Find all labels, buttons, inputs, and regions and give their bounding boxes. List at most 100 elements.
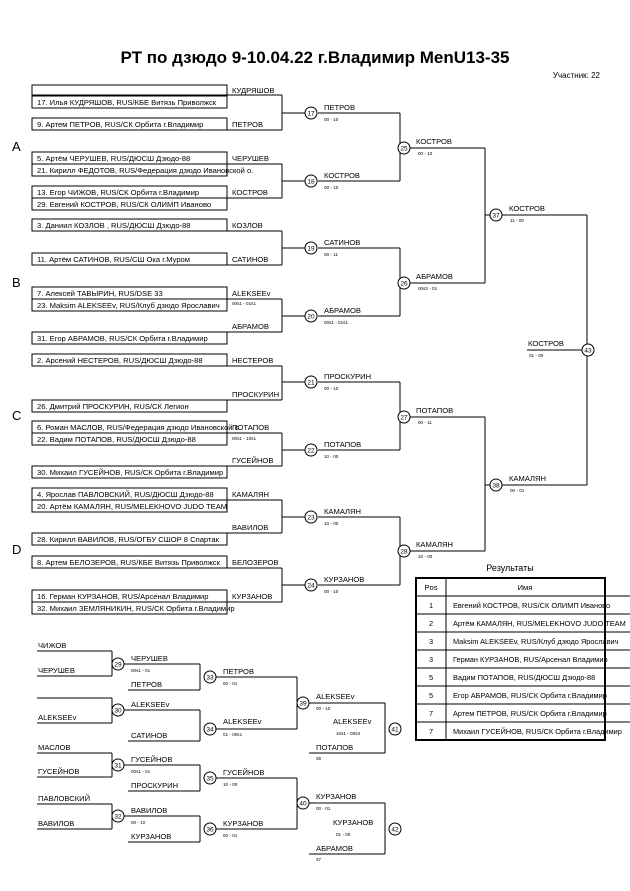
match-score: 00 - 01 xyxy=(223,681,238,686)
repechage-name: ВАВИЛОВ xyxy=(131,806,167,815)
match-number: 32 xyxy=(114,814,122,821)
entry-label: 3. Даниил КОЗЛОВ , RUS/ДЮСШ Дзюдо-88 xyxy=(37,221,191,230)
results-pos: 3 xyxy=(429,655,433,664)
repechage-name: САТИНОВ xyxy=(131,731,167,740)
match-score: 00 - 10 xyxy=(324,117,339,122)
repechage-name: ALEKSEEv xyxy=(131,700,170,709)
results-name: Евгений КОСТРОВ, RUS/СК ОЛИМП Иваново xyxy=(453,601,610,610)
match-winner: ALEKSEEv xyxy=(223,717,262,726)
match-number: 25 xyxy=(400,146,408,153)
results-header-pos: Pos xyxy=(424,583,437,592)
repechage-name: ЧЕРУШЕВ xyxy=(38,666,75,675)
match-score: 10 - 00 xyxy=(418,554,433,559)
match-number: 38 xyxy=(492,483,500,490)
match-number: 41 xyxy=(391,727,399,734)
match-number: 33 xyxy=(206,675,214,682)
match-number: 23 xyxy=(307,515,315,522)
match-number: 22 xyxy=(307,448,315,455)
entry-label: ПЕТРОВ xyxy=(232,120,263,129)
entry-label: 20. Артём КАМАЛЯН, RUS/MELEKHOVO JUDO TE… xyxy=(37,502,227,511)
repechage-name: ПАВЛОВСКИЙ xyxy=(38,794,90,803)
match-score: 00 - 01 xyxy=(316,806,331,811)
repechage-lines xyxy=(37,650,386,855)
match-score: 38 xyxy=(316,756,322,761)
group-label-b: B xyxy=(12,275,21,290)
match-score: 00 - 11 xyxy=(324,252,338,257)
match-score: 10s1 - 00s3 xyxy=(336,731,360,736)
match-number: 29 xyxy=(114,662,122,669)
match-winner: КУРЗАНОВ xyxy=(223,819,263,828)
match-score: 00 - 10 xyxy=(324,386,339,391)
match-winner: КОСТРОВ xyxy=(509,204,545,213)
entry-texts: КУДРЯШОВ 17. Илья КУДРЯШОВ, RUS/КБЕ Витя… xyxy=(37,86,279,613)
entry-label: 31. Егор АБРАМОВ, RUS/СК Орбита г.Владим… xyxy=(37,334,208,343)
match-number: 26 xyxy=(400,281,408,288)
match-winner: КОСТРОВ xyxy=(528,339,564,348)
group-label-c: C xyxy=(12,408,21,423)
entry-label: ГУСЕЙНОВ xyxy=(232,456,273,465)
entry-label: ALEKSEEv xyxy=(232,289,271,298)
results-pos: 1 xyxy=(429,601,433,610)
repechage-name: КУРЗАНОВ xyxy=(131,832,171,841)
match-number: 30 xyxy=(114,708,122,715)
entry-label: 6. Роман МАСЛОВ, RUS/Федерация дзюдо Ива… xyxy=(37,423,241,432)
match-number: 19 xyxy=(307,246,315,253)
results-pos: 5 xyxy=(429,691,433,700)
match-winner: КУРЗАНОВ xyxy=(316,792,356,801)
page-title: РТ по дзюдо 9-10.04.22 г.Владимир MenU13… xyxy=(120,48,509,67)
match-winner: КУРЗАНОВ xyxy=(333,818,373,827)
participant-count: Участник: 22 xyxy=(553,71,601,80)
entry-label: 26. Дмитрий ПРОСКУРИН, RUS/СК Легион xyxy=(37,402,189,411)
match-number: 17 xyxy=(307,111,315,118)
match-score: 11 - 00 xyxy=(510,218,524,223)
entry-label: САТИНОВ xyxy=(232,255,268,264)
repechage-circles: 29 30 31 32 33 34 35 36 39 40 41 42 xyxy=(111,657,402,836)
results-name: Михаил ГУСЕЙНОВ, RUS/СК Орбита г.Владими… xyxy=(453,727,622,736)
entry-label: 7. Алексей ТАВЫРИН, RUS/DSE 33 xyxy=(37,289,163,298)
entry-label: АБРАМОВ xyxy=(232,322,269,331)
entry-label: 8. Артем БЕЛОЗЕРОВ, RUS/КБЕ Витязь Приво… xyxy=(37,558,221,567)
match-winner: КАМАЛЯН xyxy=(509,474,546,483)
match-number: 37 xyxy=(492,213,500,220)
results-header-name: Имя xyxy=(518,583,533,592)
match-circles: 17 18 19 20 21 22 23 24 25 26 27 38 28 3… xyxy=(304,106,595,592)
entry-label: БЕЛОЗЕРОВ xyxy=(232,558,278,567)
match-score: 00s2 - 01 xyxy=(418,286,438,291)
round1-lines xyxy=(227,94,305,603)
entry-label: КУДРЯШОВ xyxy=(232,86,274,95)
results-table: Результаты Pos Имя 1 Евгений КОСТРОВ, RU… xyxy=(415,563,630,741)
repechage-name: ЧИЖОВ xyxy=(38,641,66,650)
entry-label: 16. Герман КУРЗАНОВ, RUS/Арсенал Владими… xyxy=(37,592,209,601)
match-number: 42 xyxy=(391,827,399,834)
entry-label: 2. Арсений НЕСТЕРОВ, RUS/ДЮСШ Дзюдо-88 xyxy=(37,356,203,365)
match-winner: ПЕТРОВ xyxy=(324,103,355,112)
entry-label: ЧЕРУШЕВ xyxy=(232,154,269,163)
match-winner: АБРАМОВ xyxy=(324,306,361,315)
results-pos: 3 xyxy=(429,637,433,646)
entry-label: 23. Maksim ALEKSEEv, RUS/Клуб дзюдо Ярос… xyxy=(37,301,220,310)
match-number: 31 xyxy=(114,763,122,770)
results-name: Егор АБРАМОВ, RUS/СК Орбита г.Владимир xyxy=(453,691,607,700)
match-winner: ALEKSEEv xyxy=(333,717,372,726)
match-number: 18 xyxy=(307,179,315,186)
entry-label: 32. Михаил ЗЕМЛЯНИКИН, RUS/СК Орбита г.В… xyxy=(37,604,235,613)
match-number: 27 xyxy=(400,415,408,422)
entry-label: 29. Евгений КОСТРОВ, RUS/СК ОЛИМП Иванов… xyxy=(37,200,211,209)
match-score: 10 - 00 xyxy=(324,454,339,459)
match-results: ПЕТРОВ 00 - 10 КОСТРОВ 00 - 10 САТИНОВ 0… xyxy=(232,103,564,594)
match-winner: ALEKSEEv xyxy=(316,692,355,701)
match-score: 00 - 01 xyxy=(510,488,525,493)
match-score: 10 - 00 xyxy=(223,782,238,787)
results-title: Результаты xyxy=(486,563,533,573)
group-label-d: D xyxy=(12,542,21,557)
match-winner: КАМАЛЯН xyxy=(416,540,453,549)
match-score: 00 - 10 xyxy=(316,706,331,711)
match-winner: ПРОСКУРИН xyxy=(324,372,371,381)
match-number: 43 xyxy=(584,348,592,355)
match-score: 00 - 11 xyxy=(418,420,432,425)
match-score: 00 - 10 xyxy=(131,820,146,825)
results-name: Артём КАМАЛЯН, RUS/MELEKHOVO JUDO TEAM xyxy=(453,619,626,628)
entry-label: 22. Вадим ПОТАПОВ, RUS/ДЮСШ Дзюдо-88 xyxy=(37,435,196,444)
repechage-name: ВАВИЛОВ xyxy=(38,819,74,828)
match-score: 00 - 10 xyxy=(324,589,339,594)
